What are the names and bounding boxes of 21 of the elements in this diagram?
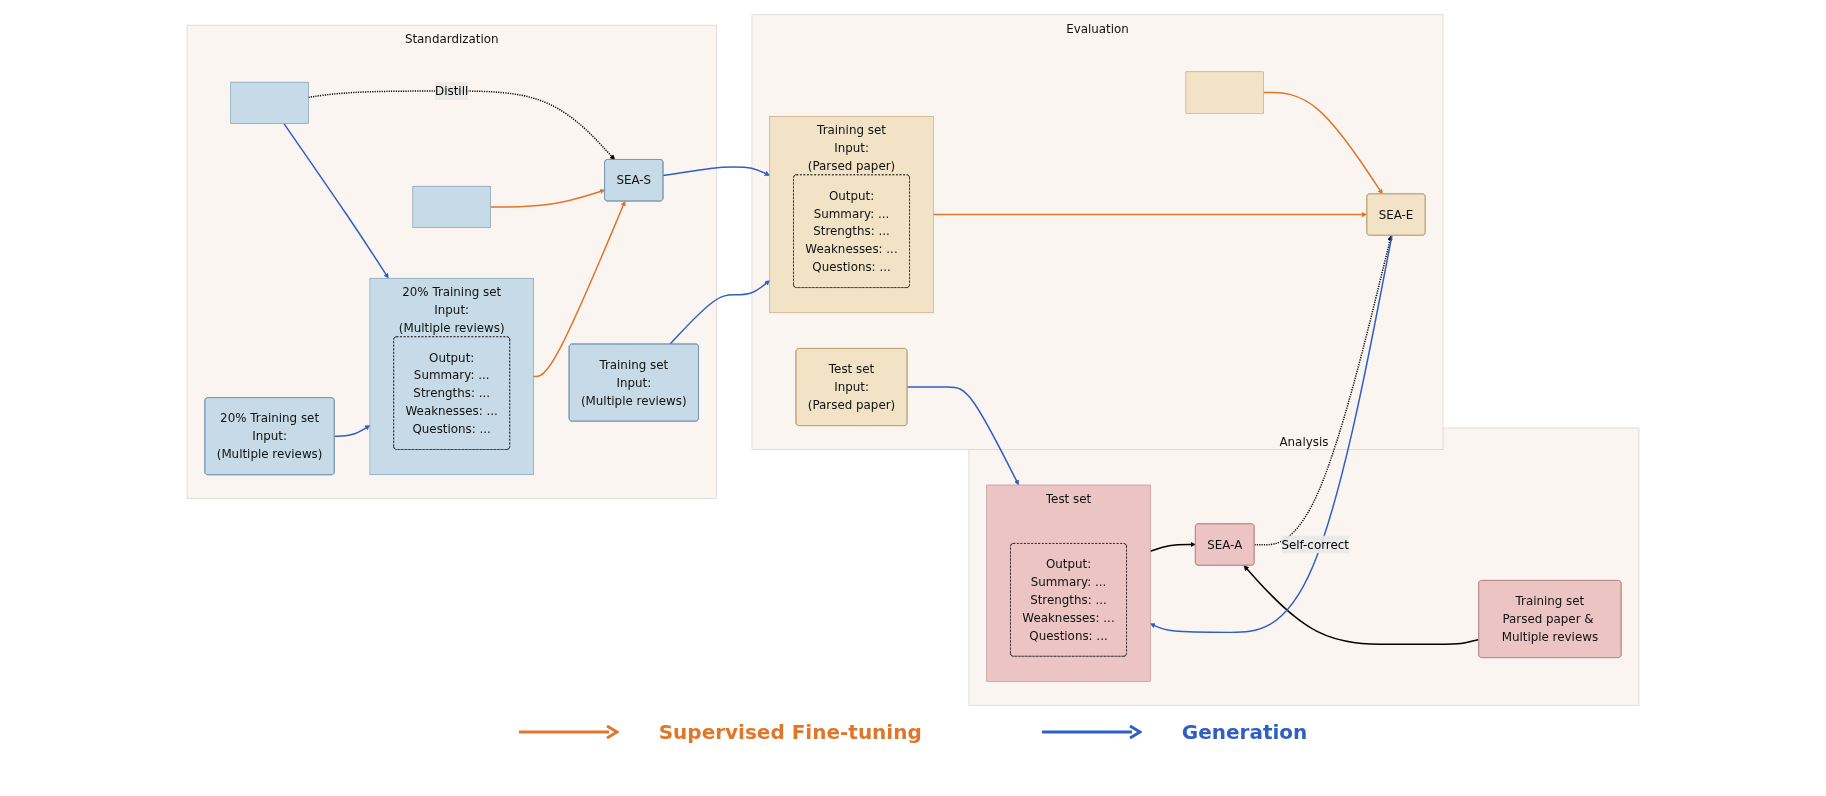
legend-label: Generation	[1181, 720, 1308, 744]
arrow	[662, 166, 770, 177]
arrow	[1262, 91, 1383, 195]
edge-label: Self-correct	[1281, 537, 1349, 552]
arrow	[489, 188, 606, 208]
arrow	[333, 425, 371, 437]
legend-label: Supervised Fine-tuning	[658, 720, 922, 744]
arrow	[1150, 234, 1393, 634]
node-box	[230, 81, 309, 124]
arrow	[1253, 235, 1393, 546]
arrow	[1243, 565, 1480, 645]
node-box	[1185, 71, 1264, 114]
arrow	[932, 211, 1367, 218]
arrow	[307, 90, 616, 160]
arrow	[906, 386, 1019, 486]
edge-label: Distill	[435, 83, 469, 99]
arrow	[1149, 541, 1196, 553]
arrow	[532, 200, 626, 378]
arrow	[669, 280, 770, 345]
arrow	[283, 122, 389, 279]
node-box	[412, 185, 491, 229]
